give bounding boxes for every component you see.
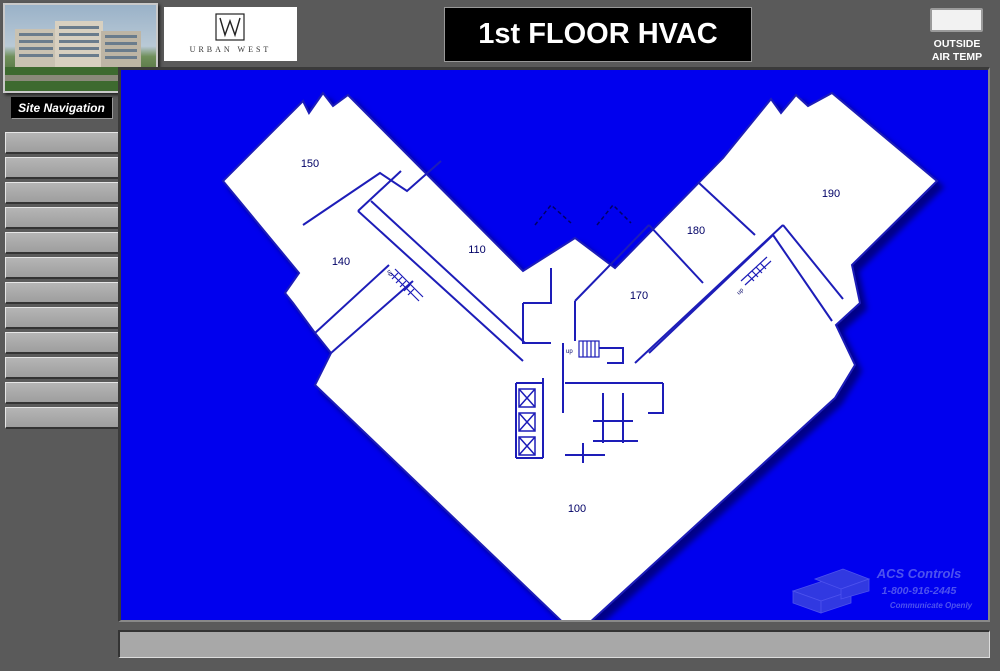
watermark-phone: 1-800-916-2445 (882, 585, 957, 597)
outside-air-temp-label: OUTSIDE AIR TEMP (915, 38, 999, 64)
room-140-label: 140 (332, 256, 350, 268)
building-photo (3, 3, 158, 93)
stair-right (740, 256, 772, 286)
acs-logo-icon (791, 568, 871, 614)
interior-walls (302, 160, 844, 463)
elevator-shafts (518, 388, 536, 456)
stair-center (578, 340, 600, 358)
room-190-label: 190 (822, 188, 840, 200)
logo-text: URBAN WEST (189, 45, 272, 54)
outside-air-temp-label-line2: AIR TEMP (931, 51, 983, 63)
stair-left-up-label: up (385, 269, 394, 278)
room-170-label: 170 (630, 290, 648, 302)
stairs (390, 256, 772, 358)
outside-air-temp-value (930, 8, 983, 32)
stair-left (390, 268, 424, 302)
room-180-label: 180 (687, 225, 705, 237)
watermark-company: ACS Controls (876, 566, 962, 581)
room-110-label: 110 (468, 244, 486, 256)
page-title: 1st FLOOR HVAC (444, 7, 752, 62)
floor-plan: 150 140 110 180 190 170 100 up up up ACS… (221, 91, 973, 620)
stair-center-up-label: up (566, 349, 573, 355)
stair-right-up-label: up (736, 287, 745, 296)
outside-air-temp-label-line1: OUTSIDE (933, 38, 981, 50)
status-bar (118, 630, 990, 658)
watermark-tagline: Communicate Openly (890, 601, 973, 610)
urban-west-monogram-icon (215, 13, 245, 41)
urban-west-logo: URBAN WEST (164, 7, 297, 61)
room-150-label: 150 (301, 158, 319, 170)
floor-plan-panel: 150 140 110 180 190 170 100 up up up ACS… (118, 67, 990, 622)
canopy-outlines (534, 203, 632, 226)
room-100-label: 100 (568, 503, 586, 515)
site-navigation-label: Site Navigation (11, 97, 112, 118)
acs-controls-watermark: ACS Controls 1-800-916-2445 Communicate … (791, 566, 973, 614)
